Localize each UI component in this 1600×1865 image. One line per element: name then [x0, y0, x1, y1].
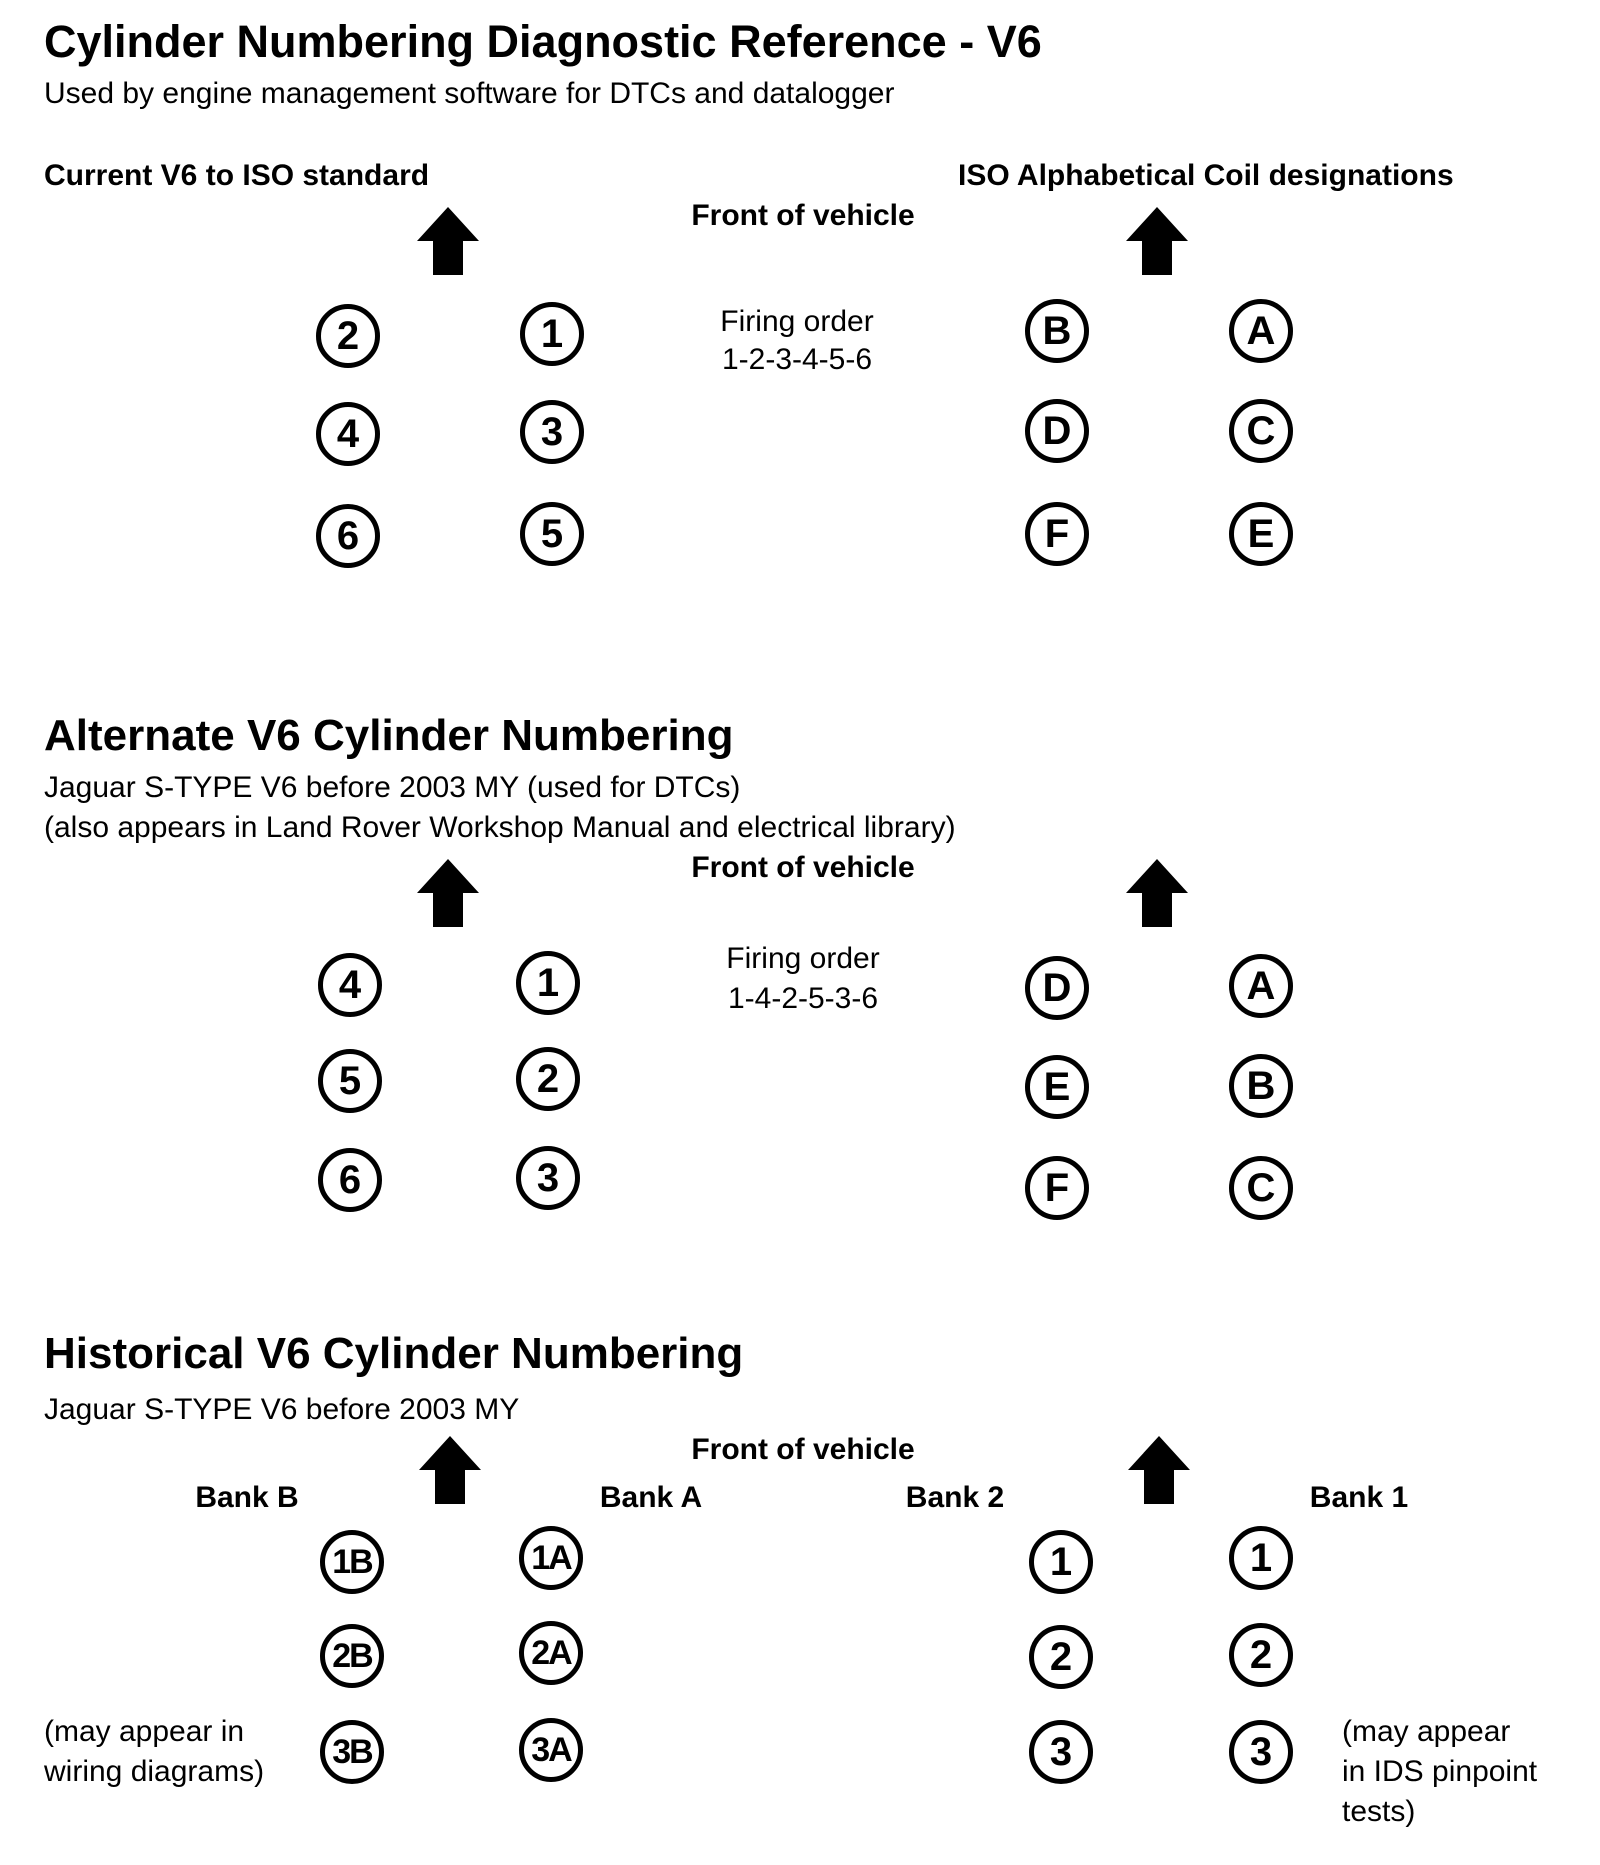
- bank-cylinder-circle: 1B: [320, 1530, 384, 1594]
- ids-note-line-2: in IDS pinpoint: [1342, 1755, 1538, 1788]
- iso-coil-heading: ISO Alphabetical Coil designations: [958, 159, 1454, 192]
- page-subtitle: Used by engine management software for D…: [44, 77, 895, 110]
- firing-order-label: Firing order: [720, 305, 874, 338]
- bank-cylinder-circle: 3B: [320, 1720, 384, 1784]
- firing-order-label: Firing order: [726, 942, 880, 975]
- coil-circle: E: [1229, 502, 1293, 566]
- bank-cylinder-circle: 3A: [519, 1718, 583, 1782]
- bank-cylinder-circle: 2: [1029, 1625, 1093, 1689]
- wiring-diagram-note-line-2: wiring diagrams): [44, 1755, 265, 1788]
- front-arrow-icon: [417, 207, 479, 275]
- coil-circle: C: [1229, 1156, 1293, 1220]
- bank-2-label: Bank 2: [905, 1481, 1005, 1514]
- bank-cylinder-circle: 1: [1029, 1530, 1093, 1594]
- cylinder-circle: 6: [318, 1148, 382, 1212]
- current-v6-heading: Current V6 to ISO standard: [44, 159, 430, 192]
- page-title: Cylinder Numbering Diagnostic Reference …: [44, 16, 1042, 67]
- firing-order-value: 1-2-3-4-5-6: [721, 343, 873, 376]
- coil-circle: F: [1025, 502, 1089, 566]
- front-arrow-icon: [1126, 859, 1188, 927]
- coil-circle: E: [1025, 1055, 1089, 1119]
- cylinder-circle: 2: [516, 1047, 580, 1111]
- bank-b-label: Bank B: [195, 1481, 299, 1514]
- cylinder-circle: 5: [318, 1049, 382, 1113]
- coil-circle: A: [1229, 954, 1293, 1018]
- bank-cylinder-circle: 1: [1229, 1526, 1293, 1590]
- historical-heading: Historical V6 Cylinder Numbering: [44, 1329, 744, 1378]
- bank-a-label: Bank A: [599, 1481, 703, 1514]
- cylinder-circle: 4: [316, 402, 380, 466]
- ids-note-line-1: (may appear: [1342, 1715, 1511, 1748]
- historical-line-1: Jaguar S-TYPE V6 before 2003 MY: [44, 1393, 520, 1426]
- coil-circle: C: [1229, 399, 1293, 463]
- bank-cylinder-circle: 3: [1029, 1720, 1093, 1784]
- coil-circle: B: [1229, 1054, 1293, 1118]
- coil-circle: B: [1025, 299, 1089, 363]
- front-of-vehicle-label: Front of vehicle: [691, 1433, 915, 1466]
- firing-order-value: 1-4-2-5-3-6: [727, 982, 879, 1015]
- alternate-line-2: (also appears in Land Rover Workshop Man…: [44, 811, 956, 844]
- bank-cylinder-circle: 1A: [519, 1526, 583, 1590]
- bank-cylinder-circle: 2B: [320, 1624, 384, 1688]
- cylinder-circle: 6: [316, 504, 380, 568]
- front-of-vehicle-label: Front of vehicle: [691, 199, 915, 232]
- front-arrow-icon: [419, 1436, 481, 1504]
- cylinder-circle: 2: [316, 304, 380, 368]
- alternate-line-1: Jaguar S-TYPE V6 before 2003 MY (used fo…: [44, 771, 741, 804]
- bank-1-label: Bank 1: [1309, 1481, 1409, 1514]
- bank-cylinder-circle: 3: [1229, 1720, 1293, 1784]
- cylinder-circle: 4: [318, 953, 382, 1017]
- coil-circle: D: [1025, 956, 1089, 1020]
- cylinder-circle: 3: [516, 1146, 580, 1210]
- coil-circle: D: [1025, 399, 1089, 463]
- front-arrow-icon: [1128, 1436, 1190, 1504]
- front-arrow-icon: [417, 859, 479, 927]
- front-arrow-icon: [1126, 207, 1188, 275]
- bank-cylinder-circle: 2: [1229, 1623, 1293, 1687]
- coil-circle: A: [1229, 299, 1293, 363]
- coil-circle: F: [1025, 1156, 1089, 1220]
- wiring-diagram-note-line-1: (may appear in: [44, 1715, 245, 1748]
- front-of-vehicle-label: Front of vehicle: [691, 851, 915, 884]
- cylinder-circle: 1: [520, 302, 584, 366]
- ids-note-line-3: tests): [1342, 1795, 1416, 1828]
- alternate-heading: Alternate V6 Cylinder Numbering: [44, 711, 734, 760]
- cylinder-circle: 5: [520, 502, 584, 566]
- bank-cylinder-circle: 2A: [519, 1621, 583, 1685]
- cylinder-circle: 1: [516, 951, 580, 1015]
- cylinder-circle: 3: [520, 400, 584, 464]
